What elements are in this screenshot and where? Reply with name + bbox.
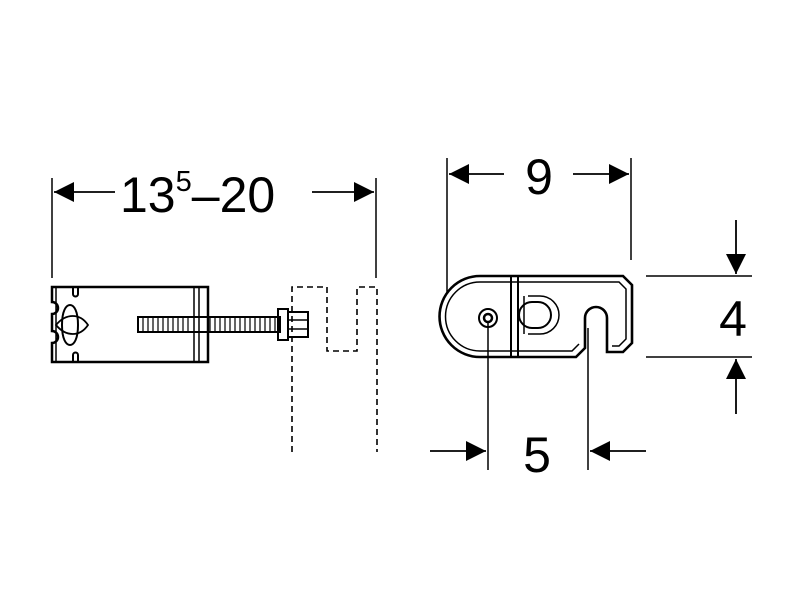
- clamp-body: [50, 285, 210, 364]
- clamp-range-suffix: –20: [192, 167, 275, 223]
- threaded-rod: [137, 316, 281, 333]
- mounting-profile-dashed: [291, 286, 378, 452]
- bracket-height-label: 4: [719, 291, 747, 347]
- clamp-assembly: 135–20: [50, 166, 378, 452]
- clamp-range-label: 135–20: [120, 166, 275, 223]
- bracket-view: 9 5 4: [430, 149, 752, 483]
- bracket-plate: [438, 274, 634, 359]
- clamp-range-superscript: 5: [176, 166, 192, 198]
- clamp-range-base: 13: [120, 167, 176, 223]
- bracket-width-label: 9: [525, 149, 553, 205]
- slot-offset-label: 5: [523, 427, 551, 483]
- hex-nut: [277, 308, 309, 341]
